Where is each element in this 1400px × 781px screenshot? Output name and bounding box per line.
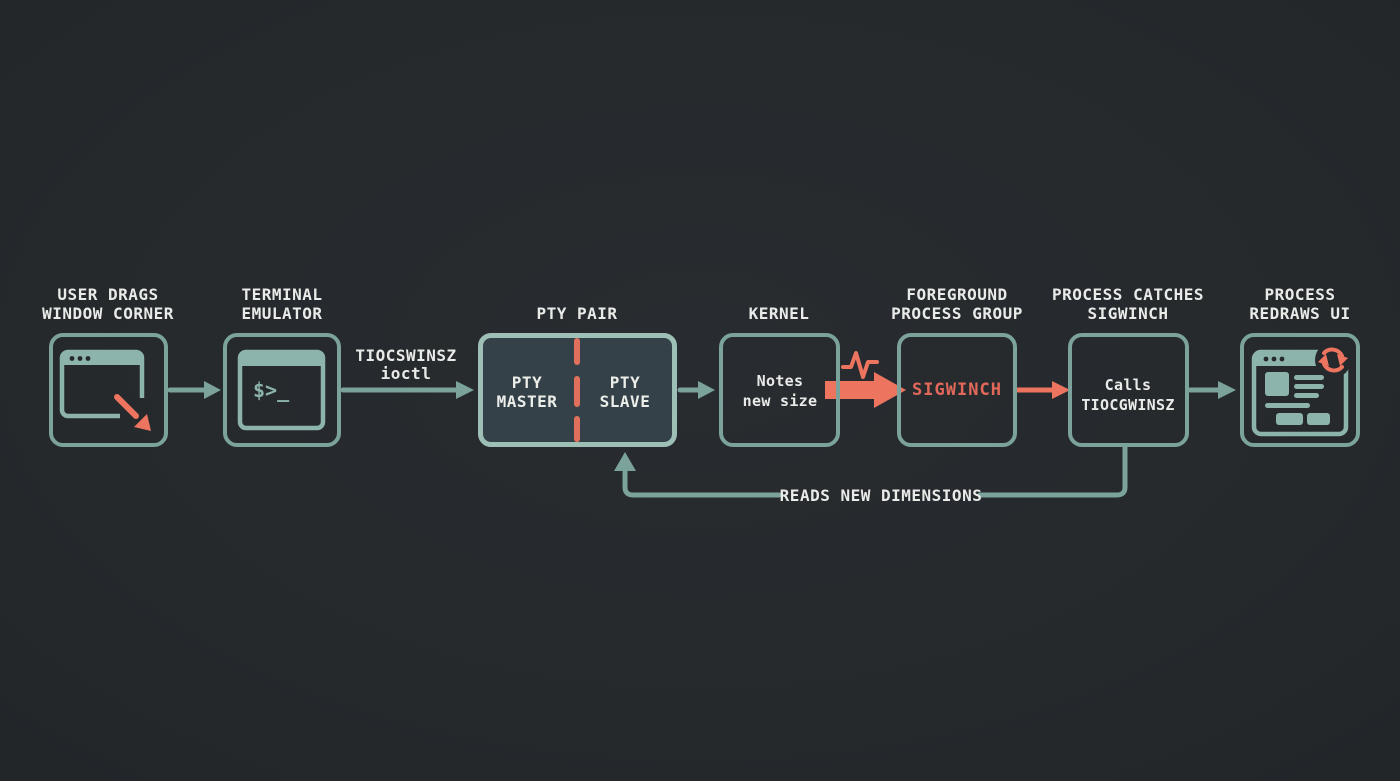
title-line: PROCESS — [1264, 285, 1336, 304]
arrow-pty-to-kernel — [677, 381, 715, 399]
title-process-redraws: PROCESS REDRAWS UI — [1180, 285, 1400, 323]
signal-pulse-icon — [841, 351, 879, 379]
ioctl-edge-label: TIOCSWINSZ ioctl — [326, 347, 486, 383]
title-line: USER DRAGS — [57, 285, 159, 304]
edge-label-line: TIOCSWINSZ — [355, 346, 457, 365]
pty-divider-dash — [574, 376, 580, 407]
title-line: PROCESS CATCHES — [1052, 285, 1204, 304]
pty-label-line: SLAVE — [599, 392, 651, 411]
node-terminal-emulator — [223, 333, 341, 447]
title-terminal-emulator: TERMINAL EMULATOR — [162, 285, 402, 323]
node-process-redraws — [1240, 333, 1360, 447]
pty-label-line: MASTER — [496, 392, 558, 411]
body-line: TIOCGWINSZ — [1081, 396, 1175, 414]
arrow-user-to-terminal — [167, 381, 221, 399]
signal-arrow-kernel-to-group — [825, 351, 906, 408]
body-line: new size — [742, 392, 818, 410]
title-line: FOREGROUND — [906, 285, 1008, 304]
pty-slave-label: PTY SLAVE — [575, 373, 675, 411]
feedback-edge-label: READS NEW DIMENSIONS — [779, 486, 983, 505]
title-line: TERMINAL — [241, 285, 323, 304]
arrow-catches-to-redraws — [1187, 381, 1236, 399]
title-line: EMULATOR — [241, 304, 323, 323]
title-process-catches: PROCESS CATCHES SIGWINCH — [1008, 285, 1248, 323]
node-user-drags — [49, 333, 168, 447]
title-line: SIGWINCH — [1087, 304, 1169, 323]
arrow-group-to-catches — [1015, 381, 1070, 399]
title-line: PTY PAIR — [536, 304, 618, 323]
title-kernel: KERNEL — [659, 304, 899, 323]
title-line: WINDOW CORNER — [42, 304, 174, 323]
feedback-arrowhead — [614, 452, 636, 471]
terminal-window-icon: $>_ — [237, 349, 326, 431]
body-line: Notes — [756, 372, 804, 390]
body-line: Calls — [1104, 376, 1152, 394]
resize-window-icon — [59, 349, 152, 431]
refresh-icon — [1318, 347, 1348, 373]
pty-divider-dash — [574, 416, 580, 442]
title-line: PROCESS GROUP — [891, 304, 1023, 323]
pty-label-line: PTY — [609, 373, 641, 392]
node-process-catches — [1068, 333, 1189, 447]
title-line: REDRAWS UI — [1249, 304, 1351, 323]
arrow-terminal-to-pty — [340, 381, 474, 399]
catches-body-text: Calls TIOCGWINSZ — [1048, 375, 1208, 415]
feedback-loop-line — [614, 444, 1128, 498]
sigwinch-label: SIGWINCH — [912, 380, 1002, 400]
title-line: KERNEL — [748, 304, 810, 323]
edge-label-line: ioctl — [380, 364, 432, 383]
resize-arrow-icon — [114, 394, 151, 431]
pty-master-label: PTY MASTER — [477, 373, 577, 411]
title-pty-pair: PTY PAIR — [457, 304, 697, 323]
node-kernel — [719, 333, 840, 447]
kernel-body-text: Notes new size — [700, 371, 860, 411]
pty-divider-dash — [574, 338, 580, 365]
pty-label-line: PTY — [511, 373, 543, 392]
terminal-prompt: $>_ — [253, 378, 290, 402]
title-foreground-group: FOREGROUND PROCESS GROUP — [837, 285, 1077, 323]
node-foreground-group — [897, 333, 1017, 447]
redraw-window-icon — [1251, 342, 1351, 437]
title-user-drags: USER DRAGS WINDOW CORNER — [0, 285, 228, 323]
